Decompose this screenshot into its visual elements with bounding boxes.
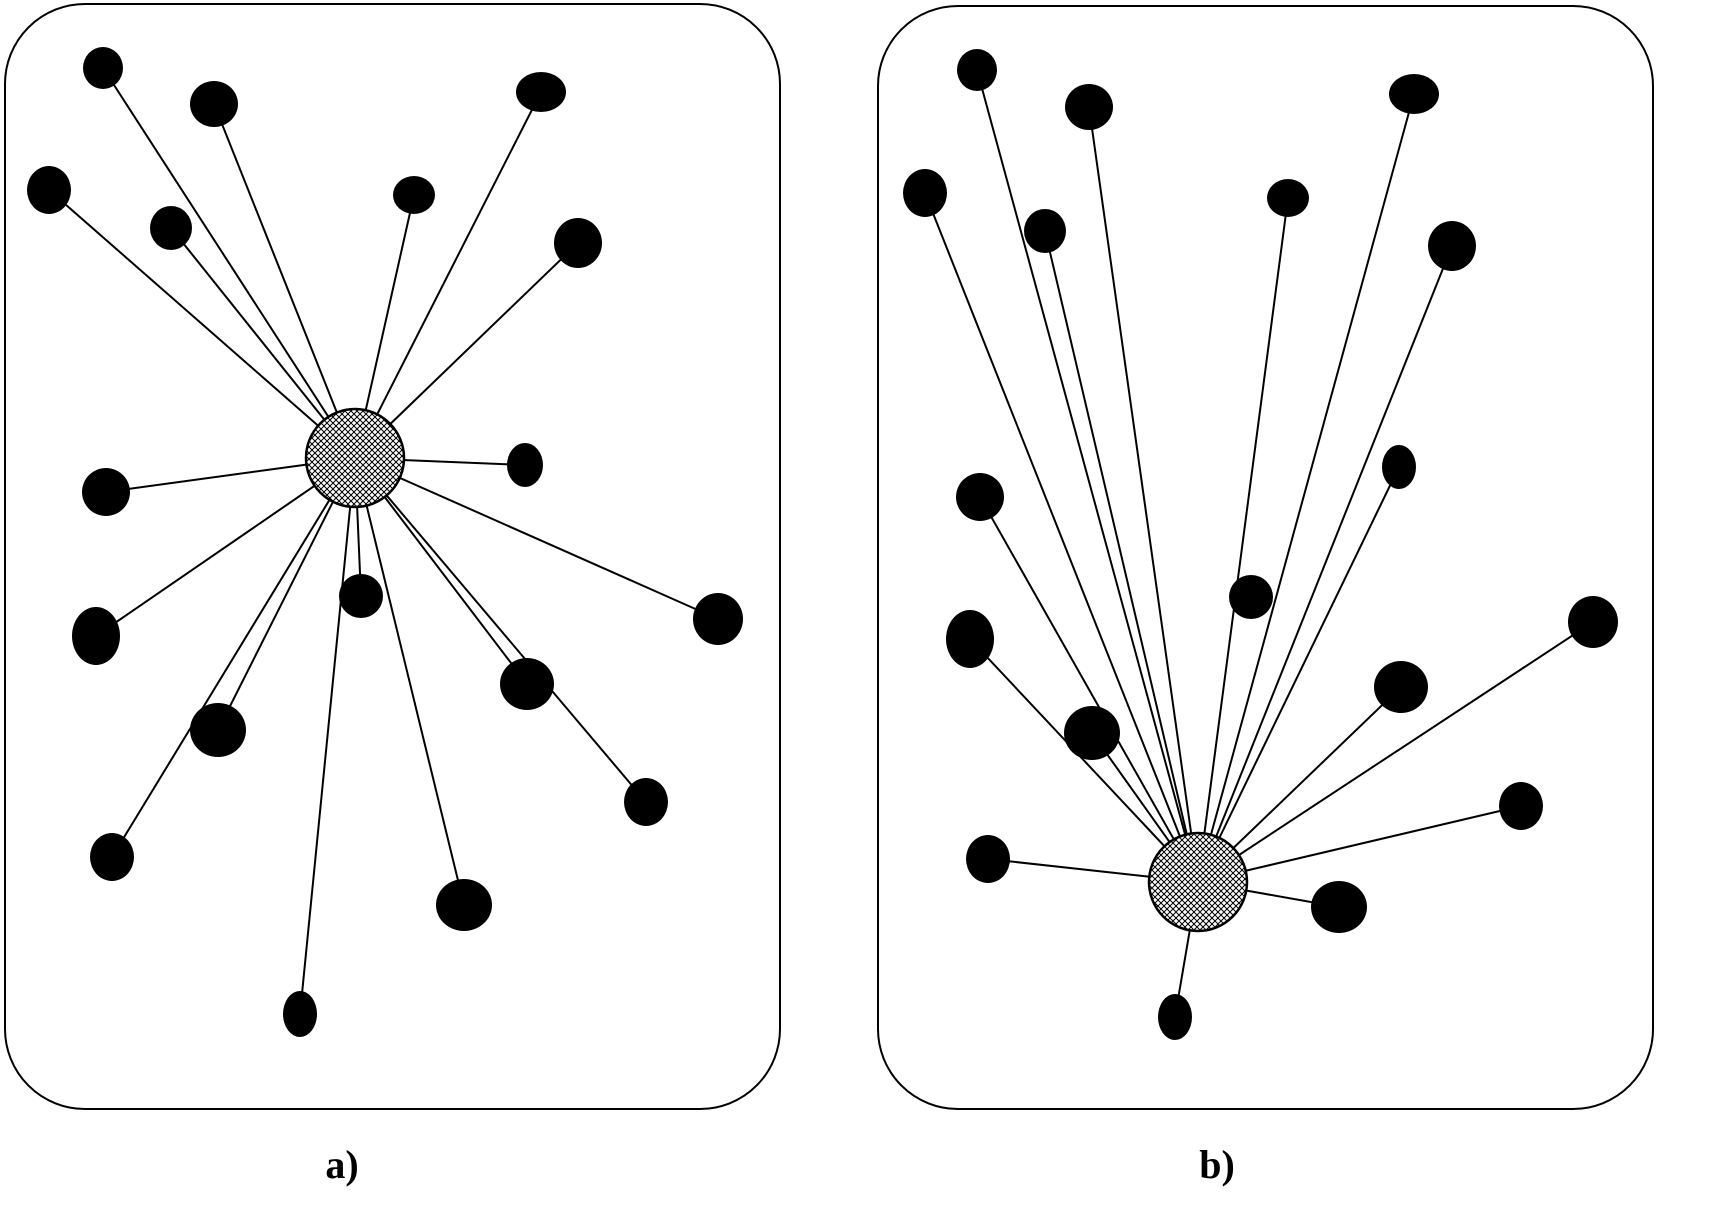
panel-b-link-5 (1044, 230, 1199, 883)
panel-a-link-11 (354, 457, 719, 620)
panel-a-link-14 (217, 457, 356, 731)
panel-b-node-18 (1158, 994, 1192, 1040)
panel-b-link-1 (976, 69, 1199, 883)
panel-b-link-2 (1088, 106, 1199, 883)
panel-a-node-12 (72, 607, 120, 665)
panel-a: a) (4, 3, 781, 1187)
panel-a-node-4 (27, 166, 71, 214)
panel-b-node-5 (1024, 209, 1066, 253)
panel-b-node-15 (1499, 782, 1543, 830)
panel-a-node-1 (83, 47, 123, 89)
panel-a-node-6 (393, 176, 435, 214)
panel-b-node-13 (1374, 661, 1428, 713)
panel-a-link-17 (354, 457, 465, 906)
panel-b-node-14 (1064, 706, 1120, 760)
panel-b-node-6 (1267, 179, 1309, 217)
panel-a-node-13 (500, 658, 554, 710)
panel-b-node-10 (1229, 575, 1273, 619)
panel-a-node-5 (150, 206, 192, 250)
panel-b-node-1 (957, 49, 997, 91)
panel-a-node-7 (554, 218, 602, 268)
panel-b-link-8 (1197, 466, 1400, 883)
panel-a-link-1 (102, 67, 356, 459)
panel-b-node-2 (1065, 84, 1113, 130)
panel-a-node-15 (624, 778, 668, 826)
panel-a-node-16 (90, 833, 134, 881)
panel-a-link-7 (354, 242, 579, 459)
panel-a-node-10 (339, 574, 383, 618)
panel-b-link-15 (1197, 805, 1522, 883)
panel-b-link-6 (1197, 197, 1289, 883)
panel-b-link-4 (924, 192, 1199, 883)
panel-b-nodes (903, 49, 1618, 1040)
panel-a-node-2 (190, 81, 238, 127)
panel-a-link-4 (48, 189, 356, 459)
panel-b-link-9 (979, 496, 1199, 883)
panel-b-link-3 (1197, 93, 1415, 883)
panel-a-link-15 (354, 457, 647, 803)
panel-a-node-11 (693, 593, 743, 645)
panel-a-node-8 (507, 443, 543, 487)
panel-a-node-9 (82, 468, 130, 516)
panel-b-node-4 (903, 169, 947, 217)
panel-b-node-9 (956, 473, 1004, 521)
panel-a-link-18 (299, 457, 356, 1015)
panel-a-link-2 (213, 103, 356, 459)
panel-b: b) (877, 5, 1654, 1187)
panel-a-link-3 (354, 91, 542, 459)
panel-a-node-3 (516, 72, 566, 112)
panel-a-caption: a) (325, 1142, 358, 1187)
panel-a-node-17 (436, 879, 492, 931)
panel-b-frame (877, 5, 1654, 1110)
panel-a-node-18 (283, 991, 317, 1037)
panel-b-node-16 (966, 835, 1010, 883)
panel-a-frame (4, 3, 781, 1110)
panel-a-hub (304, 407, 406, 509)
panel-b-link-7 (1197, 245, 1453, 883)
panel-a-node-14 (190, 703, 246, 757)
panel-a-nodes (27, 47, 743, 1037)
panel-b-node-7 (1428, 221, 1476, 271)
panel-b-node-12 (946, 610, 994, 668)
panel-b-node-11 (1568, 596, 1618, 648)
panel-b-node-8 (1382, 445, 1416, 489)
panel-b-node-3 (1389, 74, 1439, 114)
panel-b-link-12 (969, 638, 1199, 883)
panel-b-hub (1147, 831, 1249, 933)
panel-b-caption: b) (1199, 1142, 1235, 1187)
panel-a-link-12 (95, 457, 356, 637)
panel-a-link-16 (111, 457, 356, 858)
panel-b-node-17 (1311, 881, 1367, 933)
panel-b-link-11 (1197, 621, 1594, 883)
